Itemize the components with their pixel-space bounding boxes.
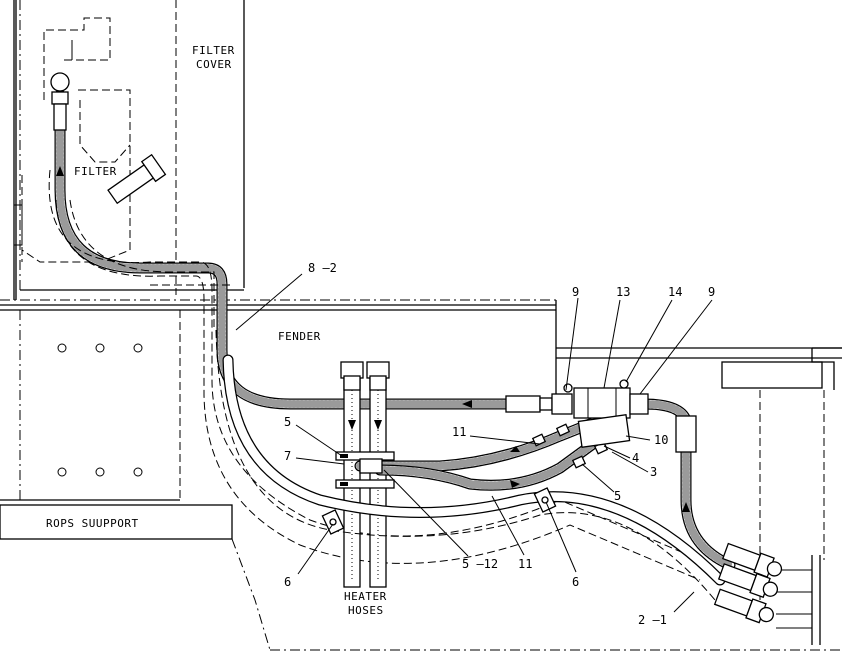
callout-2-1: 2 —1 [638,613,667,627]
callout-3: 3 [650,465,657,479]
callout-6-left: 6 [284,575,291,589]
hose-2-1 [638,398,736,571]
filter-cover-label-2: COVER [196,58,232,71]
filter-nozzle [107,153,167,205]
heater-hoses [340,361,390,588]
rops-support [0,504,842,651]
callout-7: 7 [284,449,291,463]
ghost-hoses [48,169,701,581]
hose-11-upper [354,414,606,472]
callout-6-right: 6 [572,575,579,589]
callout-11-bottom: 11 [518,557,532,571]
fender-outline [0,299,842,600]
filter-housing [13,17,131,263]
callout-4: 4 [632,451,639,465]
callout-9-left: 9 [572,285,579,299]
heater-hoses-label-2: HOSES [348,604,384,617]
hose-clamps-5 [531,423,609,469]
callout-10: 10 [654,433,668,447]
callout-5-12: 5 —12 [462,557,498,571]
filter-outlet-fittings [50,72,70,131]
filter-cover-frame [13,0,245,300]
hose-11-lower [374,424,618,491]
cab-lower-panel [0,310,181,501]
right-end-fittings [713,542,783,624]
heater-tee [359,458,383,474]
filter-label: FILTER [74,165,117,178]
hose-8-2 [54,89,518,410]
callout-11-top: 11 [452,425,466,439]
leader-lines [235,273,713,613]
callout-9-right: 9 [708,285,715,299]
valve-block [505,379,697,453]
heater-hoses-label-1: HEATER [344,590,387,603]
hose-clamps-6 [321,487,557,535]
callout-14: 14 [668,285,682,299]
fender-label: FENDER [278,330,321,343]
rops-support-label: ROPS SUUPPORT [46,517,139,530]
callout-5-right: 5 [614,489,621,503]
lower-return-hoses [215,329,726,601]
callout-13: 13 [616,285,630,299]
callout-8-2: 8 —2 [308,261,337,275]
right-frame-bracket [776,555,821,645]
callout-5-top: 5 [284,415,291,429]
filter-cover-label-1: FILTER [192,44,235,57]
